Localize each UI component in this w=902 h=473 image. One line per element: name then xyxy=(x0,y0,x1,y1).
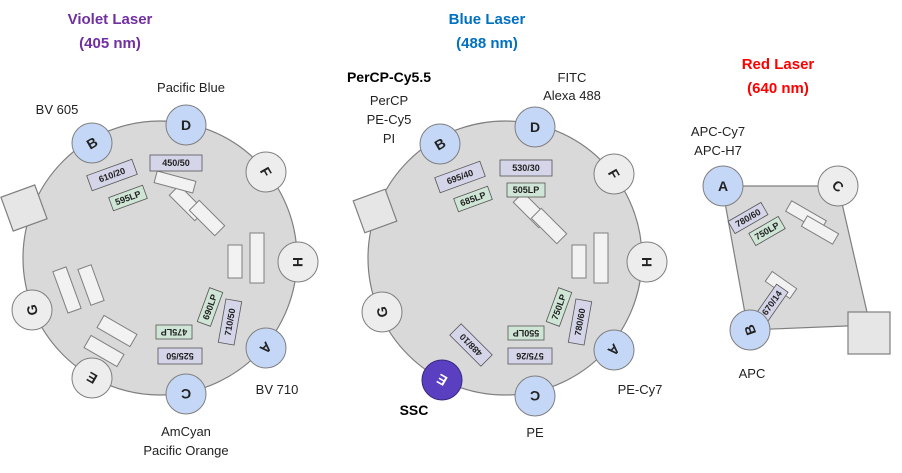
violet-filter-595lp xyxy=(108,184,148,212)
blue-detector-c-label: C xyxy=(530,388,540,404)
violet-detector-g-label: G xyxy=(23,303,41,317)
violet-label-pacific-blue: Pacific Blue xyxy=(157,80,225,95)
blue-label-alexa488: Alexa 488 xyxy=(543,88,601,103)
violet-filter-475lp-label: 475LP xyxy=(161,327,188,337)
blue-filter-575-26 xyxy=(507,347,553,365)
violet-detector-h-label: H xyxy=(290,257,306,267)
red-label-apc-h7: APC-H7 xyxy=(694,143,742,158)
red-filter-750lp xyxy=(748,215,786,247)
violet-mirror xyxy=(83,334,125,368)
blue-mirror xyxy=(571,244,587,279)
blue-label-pe: PE xyxy=(526,425,544,440)
blue-wavelength: (488 nm) xyxy=(456,35,518,52)
blue-filter-505lp-label: 505LP xyxy=(513,185,540,195)
blue-label-fitc: FITC xyxy=(558,70,587,85)
blue-detector-e-ssc xyxy=(421,359,463,401)
blue-mirror xyxy=(593,232,609,284)
blue-mirror xyxy=(530,207,568,245)
violet-detector-c-label: C xyxy=(181,386,191,402)
blue-detector-d-label: D xyxy=(530,119,540,135)
blue-filter-575-26-label: 575/26 xyxy=(516,351,544,361)
blue-label-pe-cy5: PE-Cy5 xyxy=(367,112,412,127)
violet-filter-525-50 xyxy=(157,347,203,365)
blue-detector-b xyxy=(419,123,461,165)
violet-filter-610-20 xyxy=(86,158,138,192)
blue-filter-530-30-label: 530/30 xyxy=(512,163,540,173)
violet-detector-c xyxy=(165,373,207,415)
violet-mirror xyxy=(77,264,105,306)
violet-mirror xyxy=(96,314,138,348)
red-detector-c xyxy=(817,165,859,207)
red-mirror xyxy=(800,215,840,245)
violet-detector-b xyxy=(71,122,113,164)
blue-filter-695-40 xyxy=(434,160,486,194)
violet-wavelength: (405 nm) xyxy=(79,35,141,52)
violet-filter-710-50-label: 710/50 xyxy=(223,308,238,337)
blue-label-percp: PerCP xyxy=(370,93,408,108)
violet-detector-d-label: D xyxy=(181,117,191,133)
violet-laser-input xyxy=(0,184,48,232)
blue-detector-c xyxy=(514,375,556,417)
red-detector-a-label: A xyxy=(718,178,728,194)
blue-filter-780-60 xyxy=(567,298,593,346)
blue-detector-a xyxy=(593,329,635,371)
violet-filter-475lp xyxy=(155,324,193,340)
blue-filter-685lp xyxy=(453,185,493,213)
violet-detector-a xyxy=(245,327,287,369)
red-laser-panel: Red Laser (640 nm) 780/60 750LP 670/14 xyxy=(691,56,891,381)
blue-filter-550lp xyxy=(507,325,545,341)
violet-label-bv605: BV 605 xyxy=(36,102,79,117)
blue-laser-panel: Blue Laser (488 nm) 695/40 685LP 530/30 xyxy=(347,11,668,440)
violet-mirror xyxy=(153,170,197,194)
red-filter-780-60 xyxy=(727,201,769,235)
violet-filter-690lp xyxy=(196,287,224,327)
violet-detector-g xyxy=(11,289,53,331)
red-label-apc-cy7: APC-Cy7 xyxy=(691,124,745,139)
violet-mirror xyxy=(188,199,226,237)
blue-title: Blue Laser xyxy=(449,11,526,28)
violet-filter-450-50-label: 450/50 xyxy=(162,158,190,168)
violet-detector-h xyxy=(277,241,319,283)
red-wavelength: (640 nm) xyxy=(747,80,809,97)
blue-label-pi: PI xyxy=(383,131,395,146)
violet-filter-450-50 xyxy=(149,154,203,172)
blue-laser-input xyxy=(352,188,398,234)
blue-label-percp-cy55: PerCP-Cy5.5 xyxy=(347,69,431,85)
blue-detector-f xyxy=(593,153,635,195)
violet-title: Violet Laser xyxy=(68,11,153,28)
red-laser-input xyxy=(847,311,891,355)
blue-detector-h xyxy=(626,241,668,283)
red-detector-a xyxy=(702,165,744,207)
red-detector-b xyxy=(729,309,771,351)
blue-filter-505lp xyxy=(506,182,546,198)
blue-detector-d xyxy=(514,106,556,148)
violet-mirror xyxy=(227,244,243,279)
blue-filter-530-30 xyxy=(499,159,553,177)
red-label-apc: APC xyxy=(739,366,766,381)
blue-filter-550lp-label: 550LP xyxy=(513,328,540,338)
blue-label-ssc: SSC xyxy=(400,402,429,418)
blue-label-pe-cy7: PE-Cy7 xyxy=(618,382,663,397)
blue-filter-750lp xyxy=(545,287,573,327)
violet-label-pacific-orange: Pacific Orange xyxy=(143,443,228,458)
violet-mirror xyxy=(52,266,82,314)
blue-filter-488-10 xyxy=(449,323,493,367)
blue-detector-g-label: G xyxy=(373,305,391,319)
blue-detector-g xyxy=(361,291,403,333)
violet-detector-f xyxy=(245,151,287,193)
violet-label-bv710: BV 710 xyxy=(256,382,299,397)
violet-mirror xyxy=(249,232,265,284)
violet-detector-d xyxy=(165,104,207,146)
red-title: Red Laser xyxy=(742,56,815,73)
blue-filter-780-60-label: 780/60 xyxy=(573,308,588,337)
violet-filter-710-50 xyxy=(217,298,243,346)
violet-detector-e xyxy=(71,357,113,399)
violet-label-amcyan: AmCyan xyxy=(161,424,211,439)
blue-detector-h-label: H xyxy=(639,257,655,267)
violet-laser-panel: Violet Laser (405 nm) 610/20 5 xyxy=(0,11,319,458)
violet-filter-525-50-label: 525/50 xyxy=(166,351,194,361)
